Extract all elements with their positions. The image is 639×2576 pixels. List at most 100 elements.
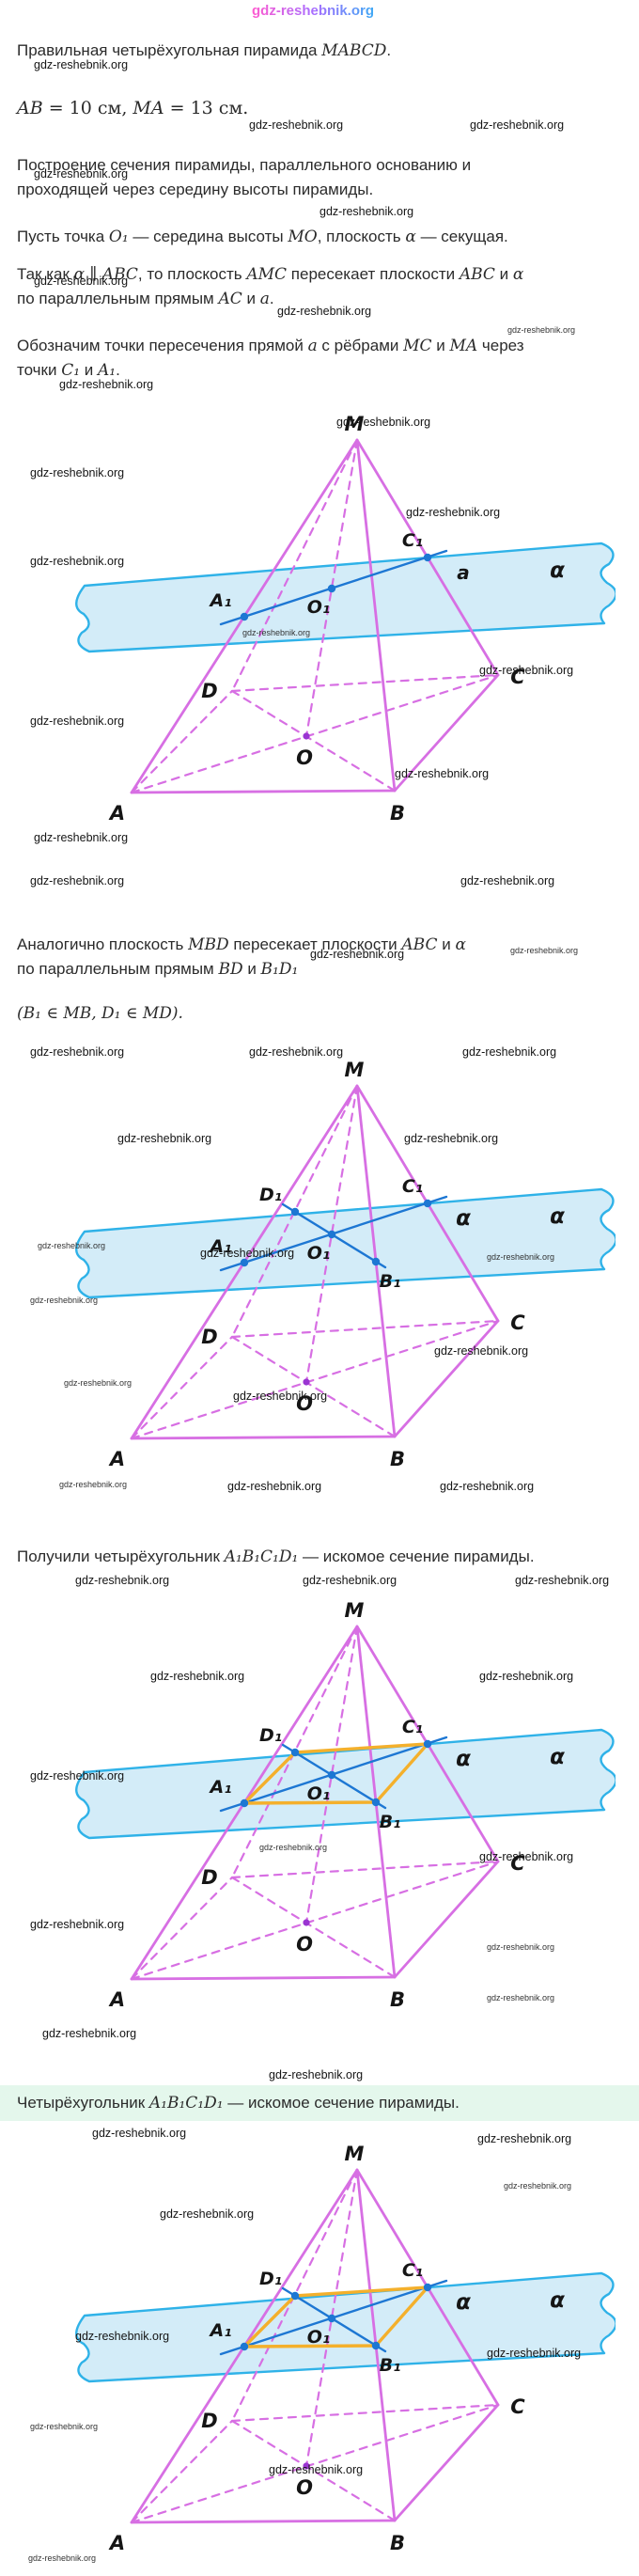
text-run: и	[494, 265, 513, 283]
plane-alpha-band	[75, 542, 617, 653]
watermark: gdz-reshebnik.org	[259, 1843, 328, 1852]
point-c1	[423, 2283, 432, 2292]
math-run: MC	[403, 337, 432, 355]
pyramid-svg-4: M A B C D O O₁ A₁ B₁ C₁ D₁ α α	[75, 2143, 617, 2554]
watermark: gdz-reshebnik.org	[515, 1574, 610, 1587]
text-run: .	[116, 361, 120, 380]
point-c1	[423, 1199, 432, 1208]
watermark: gdz-reshebnik.org	[30, 1045, 125, 1059]
diagram-3: M A B C D O O₁ A₁ B₁ C₁ D₁ α α	[23, 1598, 617, 2035]
label-line-a: a	[457, 561, 470, 584]
point-a1	[240, 1258, 249, 1267]
watermark: gdz-reshebnik.org	[479, 664, 574, 677]
math-run: A₁B₁C₁D₁	[148, 2094, 224, 2113]
label-m: M	[345, 1599, 365, 1622]
watermark: gdz-reshebnik.org	[487, 1942, 555, 1952]
watermark: gdz-reshebnik.org	[30, 874, 125, 887]
point-c1	[423, 553, 432, 562]
label-m: M	[345, 1059, 365, 1081]
watermark: gdz-reshebnik.org	[479, 1850, 574, 1863]
label-o: O	[296, 1392, 313, 1415]
diagram-1: M A B C D O O₁ A₁ C₁ a α	[23, 412, 617, 849]
text-run: Построение сечения пирамиды, параллельно…	[17, 156, 472, 199]
visible-edges	[130, 1084, 500, 1440]
text-run: = 10 см,	[42, 98, 133, 118]
math-run: BD	[218, 960, 243, 980]
watermark: gdz-reshebnik.org	[460, 874, 555, 887]
text-run: пересекает плоскости	[287, 265, 460, 283]
watermark: gdz-reshebnik.org	[30, 1769, 125, 1783]
label-b: B	[390, 1988, 405, 2011]
label-d1: D₁	[259, 2269, 282, 2289]
math-run: AC	[218, 290, 242, 309]
point-a1	[240, 2342, 249, 2351]
text-run: и	[242, 960, 261, 979]
label-c1: C₁	[402, 530, 423, 551]
math-run: a	[259, 290, 270, 309]
text-run: пересекает плоскости	[228, 935, 402, 953]
point-d1	[290, 2291, 300, 2301]
watermark: gdz-reshebnik.org	[34, 58, 129, 71]
label-b: B	[390, 2532, 405, 2554]
math-run: ABC	[401, 935, 438, 954]
paragraph-intersections: Обозначим точки пересечения прямой a с р…	[17, 334, 543, 384]
label-o1: O₁	[307, 597, 330, 618]
text-run: Так как	[17, 265, 74, 283]
watermark: gdz-reshebnik.org	[249, 118, 344, 132]
point-a1	[240, 1798, 249, 1808]
text-run: — середина высоты	[128, 228, 288, 245]
paragraph-membership: (B₁ ∈ MB, D₁ ∈ MD).	[17, 1001, 581, 1026]
watermark: gdz-reshebnik.org	[30, 2422, 99, 2431]
point-b1	[371, 1798, 381, 1807]
label-alpha-mid: α	[456, 1747, 471, 1771]
label-alpha: α	[550, 2288, 565, 2313]
label-o1: O₁	[307, 1783, 330, 1804]
label-a1: A₁	[208, 2320, 231, 2341]
text-run: и	[431, 337, 450, 354]
math-run: A₁	[97, 361, 117, 381]
text-run: с рёбрами	[317, 337, 404, 354]
label-m: M	[345, 2143, 365, 2165]
watermark: gdz-reshebnik.org	[504, 2181, 572, 2191]
paragraph-result: Получили четырёхугольник A₁B₁C₁D₁ — иско…	[17, 1545, 622, 1569]
text-run: = 13 см.	[164, 98, 249, 118]
label-a: A	[108, 1988, 125, 2011]
math-run: AMC	[246, 265, 288, 284]
math-run: MA	[132, 98, 164, 118]
label-a: A	[108, 2532, 125, 2554]
watermark: gdz-reshebnik.org	[303, 1574, 397, 1587]
point-c1	[423, 1739, 432, 1749]
label-o: O	[296, 2476, 313, 2499]
watermark: gdz-reshebnik.org	[34, 275, 129, 288]
label-c1: C₁	[402, 1717, 423, 1737]
text-run: Получили четырёхугольник	[17, 1547, 225, 1565]
point-o1	[327, 2314, 336, 2323]
label-d: D	[201, 1866, 217, 1889]
watermark: gdz-reshebnik.org	[233, 1390, 328, 1403]
math-run: A₁B₁C₁D₁	[224, 1547, 299, 1566]
label-alpha: α	[550, 1204, 565, 1229]
label-b: B	[390, 802, 405, 825]
label-a: A	[108, 802, 125, 825]
math-run: O₁	[108, 228, 129, 246]
watermark: gdz-reshebnik.org	[487, 2347, 582, 2360]
watermark: gdz-reshebnik.org	[434, 1344, 529, 1358]
watermark: gdz-reshebnik.org	[249, 1045, 344, 1059]
watermark: gdz-reshebnik.org	[227, 1480, 322, 1493]
math-run: MABCD	[321, 41, 387, 60]
text-run: через точки	[17, 337, 524, 380]
watermark: gdz-reshebnik.org	[59, 378, 154, 391]
math-run: MBD	[188, 935, 229, 954]
label-a1: A₁	[208, 590, 231, 611]
math-run: a	[307, 337, 318, 355]
watermark: gdz-reshebnik.org	[92, 2127, 187, 2140]
label-c: C	[510, 666, 525, 688]
math-run: AB	[17, 98, 43, 118]
label-o: O	[296, 746, 313, 769]
text-run: .	[386, 41, 392, 59]
label-c1: C₁	[402, 1176, 423, 1197]
pyramid-svg-1: M A B C D O O₁ A₁ C₁ a α	[75, 413, 617, 825]
point-o1	[327, 584, 336, 593]
math-run: α	[405, 228, 416, 246]
